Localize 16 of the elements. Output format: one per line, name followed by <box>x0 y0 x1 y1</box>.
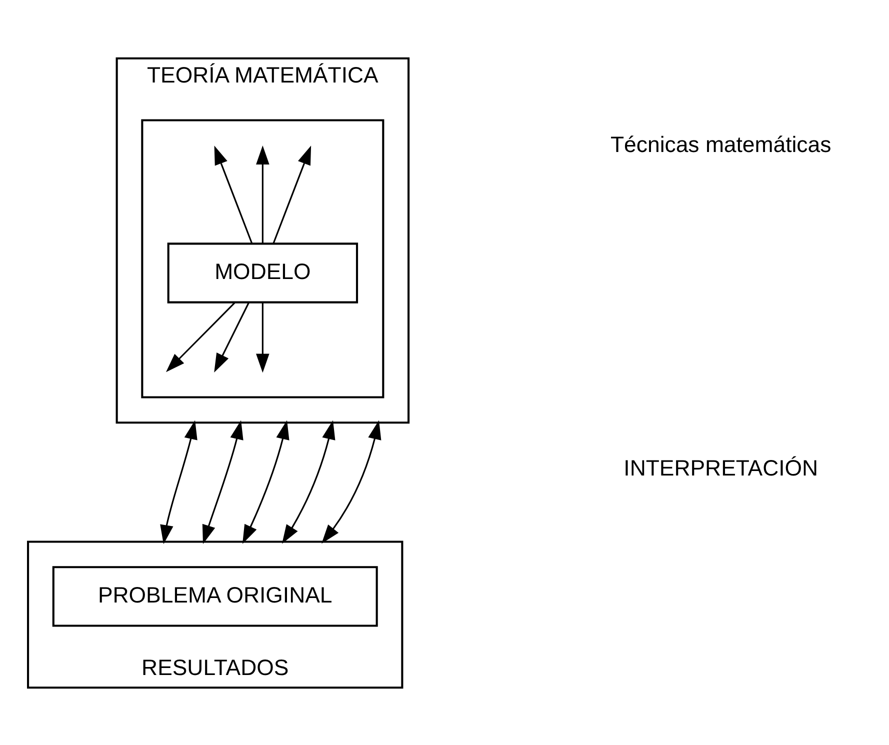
node-box: PROBLEMA ORIGINAL <box>52 566 378 626</box>
arrow <box>321 420 381 544</box>
label: Técnicas matemáticas <box>610 132 831 157</box>
arrow <box>282 420 335 544</box>
cluster <box>140 118 384 398</box>
arrow <box>256 144 269 244</box>
arrow <box>202 420 243 544</box>
label: INTERPRETACIÓN <box>623 454 818 480</box>
arrow <box>272 145 311 244</box>
arrow <box>165 302 235 372</box>
arrow <box>242 420 289 544</box>
arrow <box>214 145 252 244</box>
arrow <box>256 302 269 372</box>
arrow <box>160 420 197 544</box>
arrow <box>214 302 249 372</box>
node-box: MODELO <box>166 242 358 303</box>
